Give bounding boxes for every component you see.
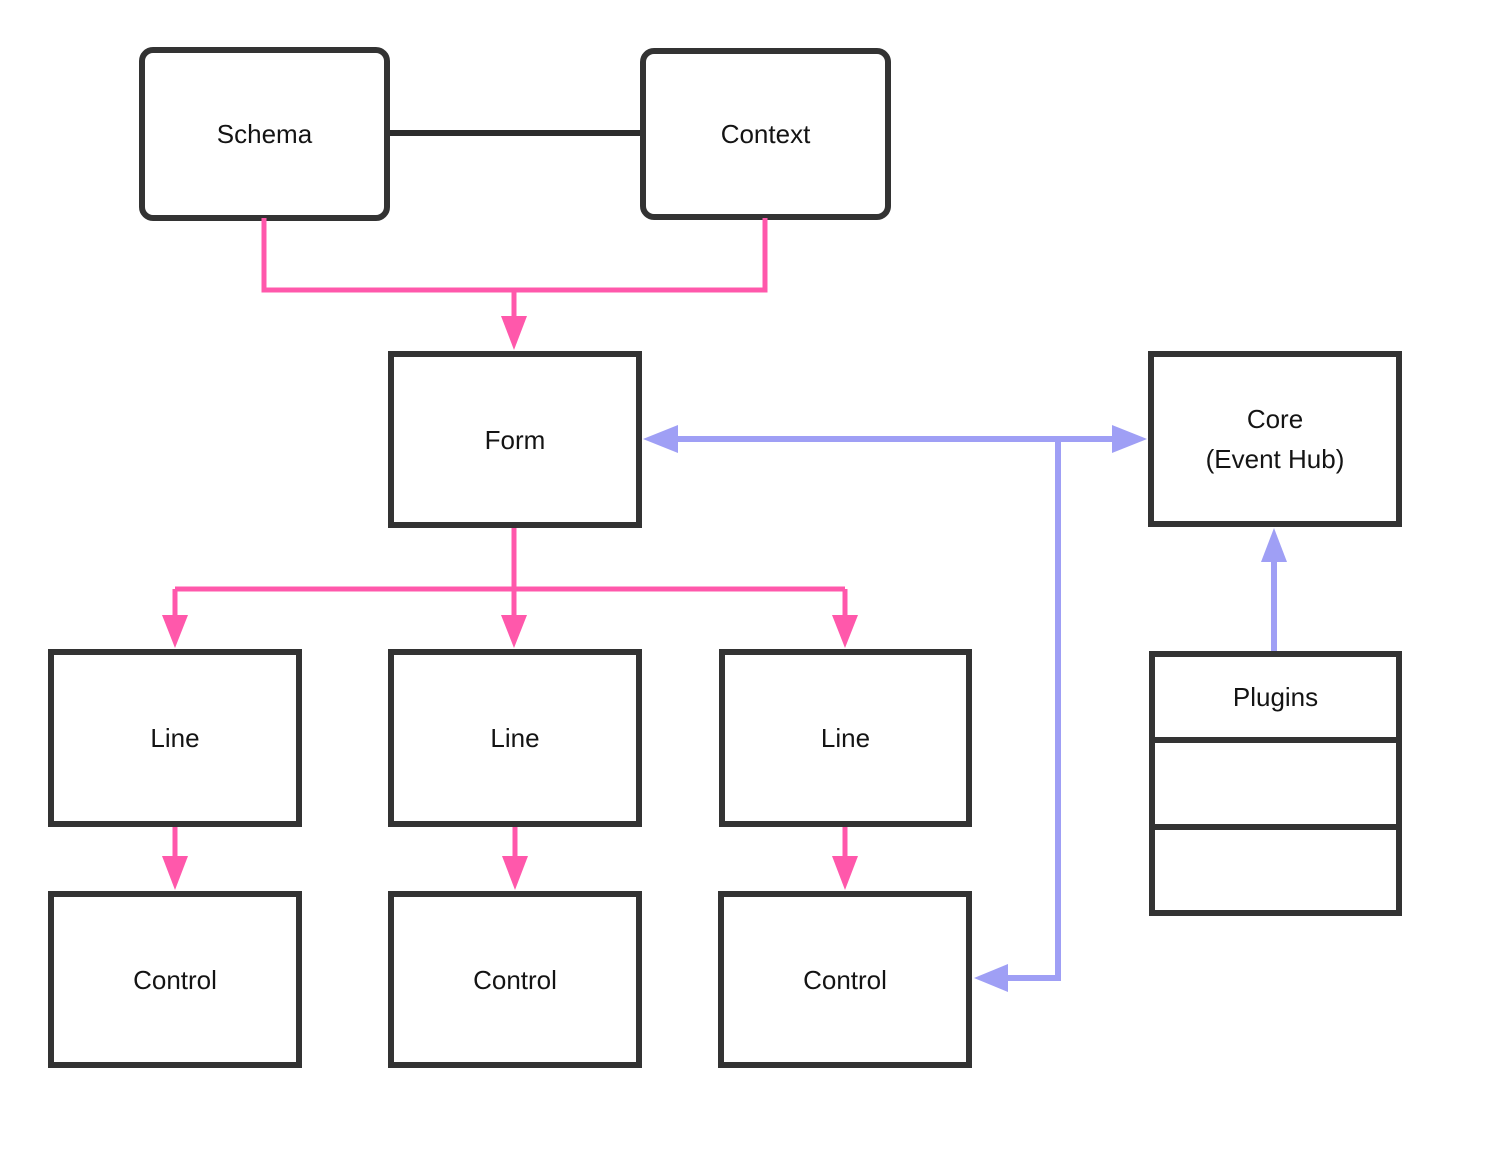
plugins-divider-1 — [1154, 737, 1397, 743]
node-control-2-label: Control — [473, 964, 557, 995]
node-line-1-label: Line — [150, 723, 200, 753]
node-form: Form — [388, 351, 642, 528]
node-line-3-label: Line — [820, 723, 871, 753]
node-control-1: Control — [48, 891, 302, 1068]
node-core-label-line1: Core — [1246, 404, 1304, 434]
edge-form-to-lines — [162, 528, 858, 648]
edge-lines-to-controls — [162, 827, 858, 890]
node-line-3: Line — [719, 649, 972, 827]
node-control-3: Control — [718, 891, 972, 1068]
node-context-label: Context — [720, 119, 811, 149]
node-core-event-hub: Core (Event Hub) — [1148, 351, 1402, 527]
edge-core-bus-to-control-3 — [974, 436, 1061, 992]
node-schema-label: Schema — [216, 119, 313, 149]
node-schema: Schema — [139, 47, 390, 221]
node-core-label: Core (Event Hub) — [1206, 399, 1345, 479]
node-line-1: Line — [48, 649, 302, 827]
node-control-2: Control — [388, 891, 642, 1068]
plugins-divider-2 — [1154, 824, 1397, 830]
node-line-2-label: Line — [490, 723, 540, 753]
edge-form-core-bidirectional — [643, 425, 1147, 453]
plugins-row-title: Plugins — [1155, 657, 1396, 737]
node-plugins-label: Plugins — [1232, 682, 1319, 712]
node-control-3-label: Control — [803, 964, 887, 995]
edge-plugins-to-core — [1261, 528, 1287, 651]
edge-schema-context-to-form — [261, 218, 768, 350]
node-plugins: Plugins — [1149, 651, 1402, 916]
node-context: Context — [640, 48, 891, 220]
node-line-2: Line — [388, 649, 642, 827]
node-form-label: Form — [484, 424, 546, 455]
node-core-label-line2: (Event Hub) — [1205, 444, 1345, 474]
node-control-1-label: Control — [133, 964, 217, 995]
